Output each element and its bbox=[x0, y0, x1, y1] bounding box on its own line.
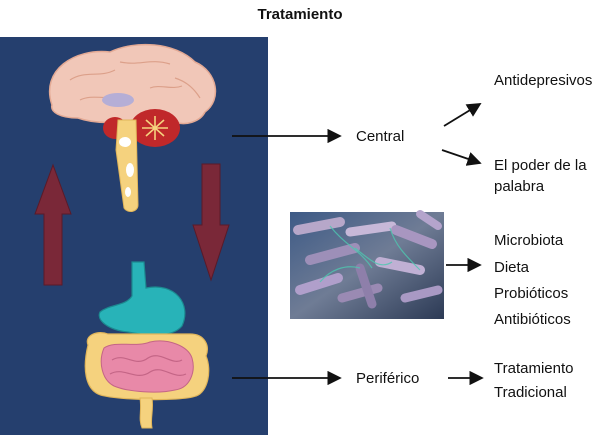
tratamiento-label: Tratamiento bbox=[494, 360, 574, 377]
periferico-label: Periférico bbox=[356, 370, 420, 387]
bacteria-micrograph bbox=[290, 210, 444, 319]
up-arrow bbox=[34, 163, 72, 286]
antibioticos-label: Antibióticos bbox=[494, 311, 571, 328]
digestive-system-illustration bbox=[84, 261, 210, 429]
microbiota-label: Microbiota bbox=[494, 232, 564, 249]
diagram-title: Tratamiento bbox=[257, 6, 343, 23]
down-arrow bbox=[192, 163, 230, 282]
poder-palabra-label-line2: palabra bbox=[494, 178, 545, 195]
central-label: Central bbox=[356, 128, 405, 145]
poder-palabra-label-line1: El poder de la bbox=[494, 157, 587, 174]
tradicional-label: Tradicional bbox=[494, 384, 567, 401]
probioticos-label: Probióticos bbox=[494, 285, 569, 302]
dieta-label: Dieta bbox=[494, 259, 530, 276]
connector-arrows bbox=[232, 103, 484, 386]
antidepresivos-label: Antidepresivos bbox=[494, 72, 593, 89]
brain-illustration bbox=[49, 43, 217, 213]
arrow-to-poder-palabra bbox=[441, 149, 482, 166]
arrow-to-antidepresivos bbox=[443, 103, 482, 127]
